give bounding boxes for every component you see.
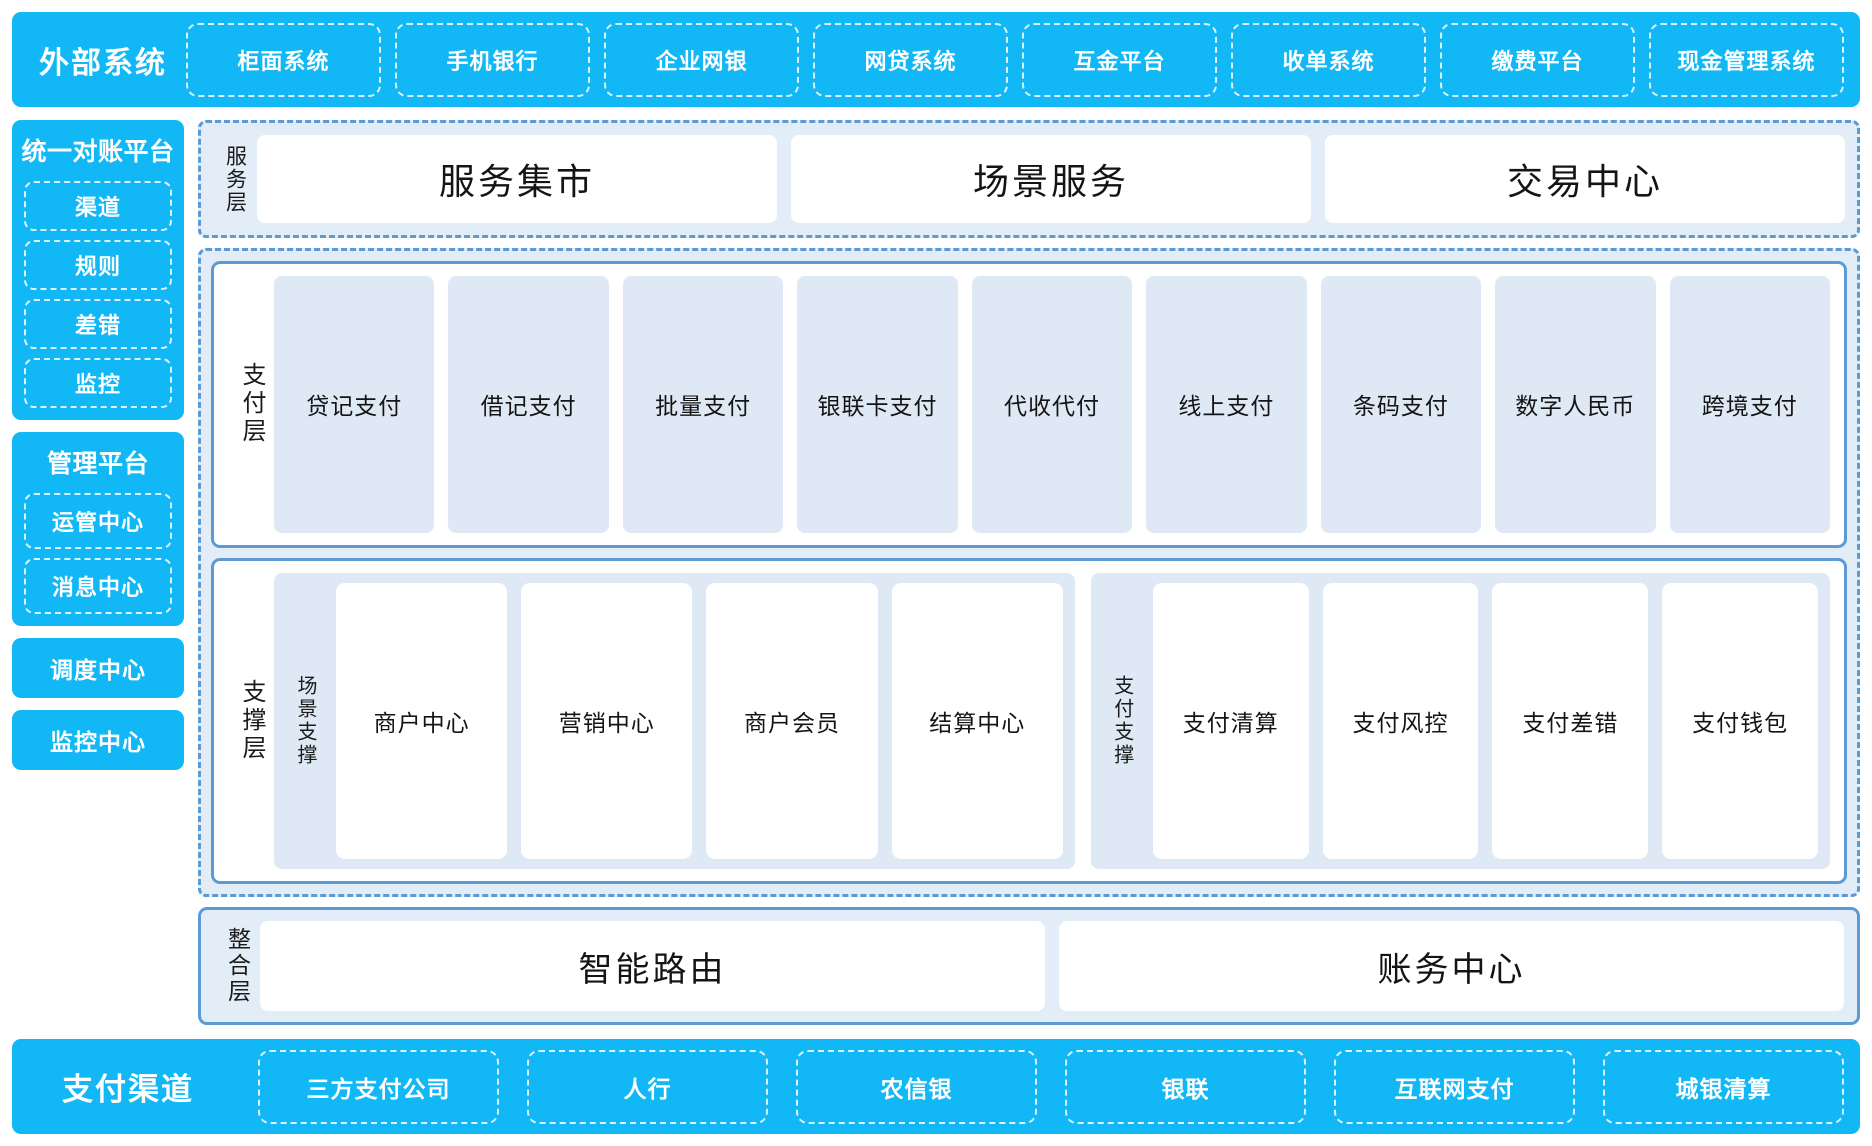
- payment-channel-item[interactable]: 人行: [527, 1049, 768, 1124]
- payment-tile-debit[interactable]: 借记支付: [448, 276, 609, 533]
- payment-layer: 支付层 贷记支付 借记支付 批量支付 银联卡支付 代收代付 线上支付 条码支付 …: [211, 261, 1847, 548]
- payment-and-support-group: 支付层 贷记支付 借记支付 批量支付 银联卡支付 代收代付 线上支付 条码支付 …: [198, 248, 1860, 897]
- reconciliation-platform-title: 统一对账平台: [21, 138, 175, 166]
- monitoring-center-button[interactable]: 监控中心: [12, 710, 184, 770]
- support-card-payment-wallet[interactable]: 支付钱包: [1662, 582, 1819, 859]
- support-card-settlement-center[interactable]: 结算中心: [891, 582, 1063, 859]
- external-system-item[interactable]: 网贷系统: [813, 22, 1008, 97]
- payment-tile-collection-payment[interactable]: 代收代付: [971, 276, 1133, 533]
- service-layer-label: 服务层: [223, 144, 247, 214]
- middle-region: 统一对账平台 渠道 规则 差错 监控 管理平台 运管中心 消息中心 调度中心 监…: [12, 120, 1860, 1025]
- payment-channels-band: 支付渠道 三方支付公司 人行 农信银 银联 互联网支付 城银清算: [12, 1039, 1860, 1134]
- external-system-item[interactable]: 柜面系统: [186, 22, 381, 97]
- payment-channels-title: 支付渠道: [62, 1072, 194, 1107]
- scene-support-group: 场景支撑 商户中心 营销中心 商户会员 结算中心: [274, 572, 1075, 869]
- external-system-item[interactable]: 现金管理系统: [1649, 22, 1844, 97]
- payment-channel-item[interactable]: 银联: [1065, 1049, 1306, 1124]
- payment-channel-item[interactable]: 城银清算: [1603, 1049, 1844, 1124]
- payment-channel-item[interactable]: 三方支付公司: [258, 1049, 499, 1124]
- payment-tile-digital-rmb[interactable]: 数字人民币: [1495, 276, 1656, 533]
- service-layer-cards: 服务集市 场景服务 交易中心: [257, 135, 1845, 223]
- layers-stack: 服务层 服务集市 场景服务 交易中心 支付层 贷记支付 借记支付 批量: [198, 120, 1860, 1025]
- support-card-payment-clearing[interactable]: 支付清算: [1152, 582, 1309, 859]
- reconciliation-item-channel[interactable]: 渠道: [24, 181, 172, 231]
- external-systems-list: 柜面系统 手机银行 企业网银 网贷系统 互金平台 收单系统 缴费平台 现金管理系…: [178, 22, 1844, 97]
- external-system-item[interactable]: 收单系统: [1231, 22, 1426, 97]
- integration-layer-cards: 智能路由 账务中心: [260, 921, 1844, 1011]
- external-systems-band: 外部系统 柜面系统 手机银行 企业网银 网贷系统 互金平台 收单系统 缴费平台 …: [12, 12, 1860, 107]
- payment-tile-batch[interactable]: 批量支付: [622, 276, 784, 533]
- support-layer-label: 支撑层: [238, 678, 265, 763]
- payment-support-cards: 支付清算 支付风控 支付差错 支付钱包: [1152, 582, 1819, 859]
- payment-tile-online[interactable]: 线上支付: [1146, 276, 1307, 533]
- payment-tile-cross-border[interactable]: 跨境支付: [1669, 276, 1830, 533]
- reconciliation-item-error[interactable]: 差错: [24, 299, 172, 349]
- payment-channel-item[interactable]: 互联网支付: [1334, 1049, 1575, 1124]
- integration-card-smart-routing[interactable]: 智能路由: [260, 921, 1045, 1011]
- reconciliation-platform-panel: 统一对账平台 渠道 规则 差错 监控: [12, 120, 184, 420]
- scene-support-cards: 商户中心 营销中心 商户会员 结算中心: [336, 582, 1063, 859]
- left-rail: 统一对账平台 渠道 规则 差错 监控 管理平台 运管中心 消息中心 调度中心 监…: [12, 120, 184, 1025]
- payment-tile-unionpay-card[interactable]: 银联卡支付: [797, 276, 958, 533]
- payment-channel-item[interactable]: 农信银: [796, 1049, 1037, 1124]
- service-layer-row: 服务层 服务集市 场景服务 交易中心: [213, 135, 1845, 223]
- service-card-scenario[interactable]: 场景服务: [791, 135, 1311, 223]
- payment-tile-barcode[interactable]: 条码支付: [1320, 276, 1482, 533]
- scheduling-center-button[interactable]: 调度中心: [12, 638, 184, 698]
- service-card-transaction-center[interactable]: 交易中心: [1325, 135, 1845, 223]
- support-layer: 支撑层 场景支撑 商户中心 营销中心 商户会员 结算中心: [211, 557, 1847, 884]
- payment-support-label: 支付支撑: [1110, 674, 1133, 767]
- payment-channels-list: 三方支付公司 人行 农信银 银联 互联网支付 城银清算: [228, 1049, 1844, 1124]
- reconciliation-item-monitor[interactable]: 监控: [24, 358, 172, 408]
- service-layer: 服务层 服务集市 场景服务 交易中心: [198, 120, 1860, 238]
- payment-tile-credit[interactable]: 贷记支付: [274, 276, 435, 533]
- support-layer-groups: 场景支撑 商户中心 营销中心 商户会员 结算中心 支付支撑 支付清算: [274, 572, 1830, 869]
- scene-support-label: 场景支撑: [294, 674, 316, 767]
- integration-layer: 整合层 智能路由 账务中心: [198, 907, 1860, 1025]
- external-system-item[interactable]: 缴费平台: [1440, 22, 1635, 97]
- external-system-item[interactable]: 互金平台: [1022, 22, 1217, 97]
- payment-support-group: 支付支撑 支付清算 支付风控 支付差错 支付钱包: [1090, 572, 1830, 869]
- external-systems-title: 外部系统: [39, 46, 167, 80]
- management-platform-panel: 管理平台 运管中心 消息中心: [12, 432, 184, 626]
- support-card-merchant-member[interactable]: 商户会员: [706, 582, 878, 859]
- support-card-payment-error[interactable]: 支付差错: [1492, 582, 1649, 859]
- management-platform-title: 管理平台: [46, 450, 149, 478]
- support-card-payment-risk[interactable]: 支付风控: [1322, 582, 1479, 859]
- integration-layer-label: 整合层: [224, 927, 251, 1005]
- management-item-operations-center[interactable]: 运管中心: [24, 493, 172, 549]
- payment-layer-label: 支付层: [238, 362, 265, 447]
- external-system-item[interactable]: 企业网银: [604, 22, 799, 97]
- service-card-marketplace[interactable]: 服务集市: [257, 135, 777, 223]
- support-card-merchant-center[interactable]: 商户中心: [336, 582, 508, 859]
- management-item-message-center[interactable]: 消息中心: [24, 558, 172, 614]
- reconciliation-item-rule[interactable]: 规则: [24, 240, 172, 290]
- payment-layer-tiles: 贷记支付 借记支付 批量支付 银联卡支付 代收代付 线上支付 条码支付 数字人民…: [274, 276, 1830, 533]
- integration-card-accounting-center[interactable]: 账务中心: [1059, 921, 1844, 1011]
- support-card-marketing-center[interactable]: 营销中心: [521, 582, 693, 859]
- external-system-item[interactable]: 手机银行: [395, 22, 590, 97]
